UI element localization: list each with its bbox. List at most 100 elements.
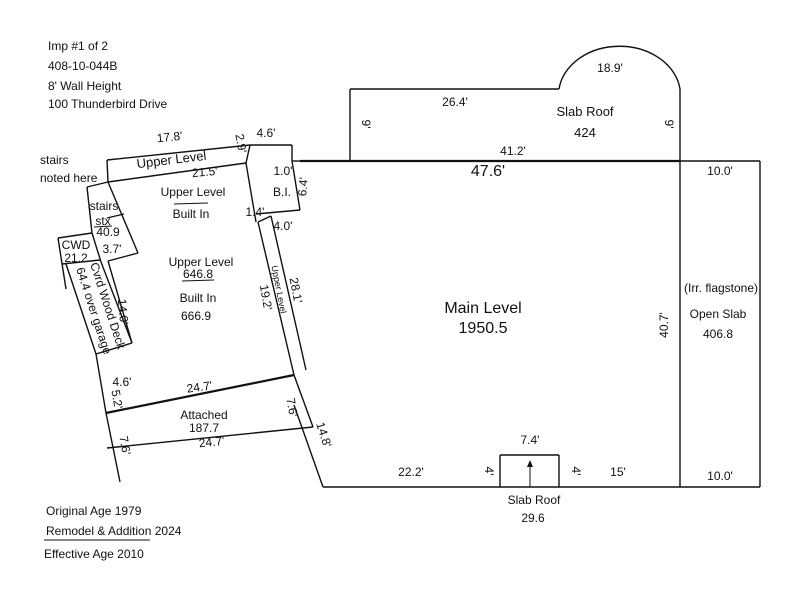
bi-bottom-edge <box>255 209 301 215</box>
deck-small-dimension-b: 5.2' <box>108 389 125 410</box>
stairs-note: stairs noted here <box>40 153 98 185</box>
small-slab-label: Slab Roof <box>508 493 561 507</box>
upper-builtin-main-line1: Upper Level <box>169 255 234 269</box>
open-slab-label: Open Slab <box>690 307 747 321</box>
upper-strip-top-edge <box>106 144 251 161</box>
cwd-label: CWD <box>62 238 91 252</box>
upper-level-block <box>57 144 323 487</box>
slab-roof-left-dimension: 9' <box>359 120 373 129</box>
stairs-left-edge-lower <box>91 232 102 263</box>
deck-small-dimension-a: 4.6' <box>113 375 132 389</box>
attached-width-dimension: 24.7' <box>198 434 225 451</box>
upper-builtin-main-area1: 646.8 <box>183 267 213 281</box>
slab-roof-right-dimension: 9' <box>662 120 676 129</box>
upper-builtin-left-wall-lower <box>107 260 133 344</box>
bi-inner-dimension: 1.0' <box>274 164 293 178</box>
slab-roof-bottom-shape <box>499 454 560 487</box>
upper-builtin-bottom-dimension: 24.7' <box>186 378 213 395</box>
upper-strip-end-divider <box>245 144 251 164</box>
attached-bottom-line <box>106 426 314 449</box>
upper-strip-left-edge <box>106 159 109 183</box>
upper-strip-end-dimension: 2.9' <box>232 133 249 154</box>
stairs-abbr: stx <box>95 214 110 228</box>
upper-builtin-left-dimension: 14.0' <box>115 298 131 325</box>
small-slab-area: 29.6 <box>521 511 545 525</box>
bi-label: B.I. <box>273 185 291 199</box>
upper-side-strip-edge <box>270 215 307 371</box>
main-level-diagonal-dimension: 14.8' <box>313 420 334 449</box>
upper-builtin-left-wall-upper <box>107 181 139 254</box>
attached-right-dimension: 7.6' <box>283 397 300 418</box>
stairs-divider <box>106 213 125 219</box>
upper-builtin-small-line2: Built In <box>173 207 210 221</box>
upper-side-dimension: 28.1' <box>287 276 306 304</box>
stairs-left-edge <box>86 186 93 234</box>
upper-strip-inner-edge <box>107 162 247 183</box>
upper-strip-top-dimension: 17.8' <box>156 129 183 146</box>
bi-side-dimension: 6.4' <box>295 177 311 197</box>
bi-bottom-dimension: 4.0' <box>274 219 293 233</box>
footer-effective-age: Effective Age 2010 <box>44 547 144 561</box>
small-slab-arrow-icon <box>527 460 533 467</box>
slab-roof-top-shape <box>349 45 681 161</box>
main-level-right-dimension: 40.7' <box>657 312 671 338</box>
deck-bottom-edge <box>95 342 133 355</box>
main-level-diagonal-edge <box>293 404 324 488</box>
cwd-top-edge <box>57 232 93 239</box>
header-impression: Imp #1 of 2 <box>48 39 108 53</box>
main-level-bottom-right-dimension: 15' <box>610 465 626 479</box>
small-slab-right-dimension: 4' <box>569 467 583 476</box>
header-address: 100 Thunderbird Drive <box>48 97 168 111</box>
attached-bottom-edge <box>120 482 323 487</box>
cwd-area: 21.2 <box>64 251 88 265</box>
upper-builtin-main-line2: Built In <box>180 291 217 305</box>
stairs-top-edge <box>86 181 109 188</box>
slab-roof-bottom-dimension: 41.2' <box>500 144 526 158</box>
upper-builtin-main-area2: 666.9 <box>181 309 211 323</box>
upper-builtin-right-wall <box>257 221 295 376</box>
deck-lower-left-edge <box>95 353 107 414</box>
attached-label: Attached <box>180 408 227 422</box>
upper-builtin-underline <box>173 202 209 205</box>
upper-strip-inner-dimension: 21.5' <box>191 164 218 180</box>
header-block: Imp #1 of 2 408-10-044B 8' Wall Height 1… <box>48 39 168 111</box>
small-slab-left-dimension: 4' <box>482 467 496 476</box>
footer-remodel: Remodel & Addition 2024 <box>46 524 182 538</box>
cwd-bottom-edge <box>61 259 101 265</box>
attached-area: 187.7 <box>189 421 219 435</box>
footer-block: Original Age 1979 Remodel & Addition 202… <box>44 504 182 561</box>
deck-right-edge <box>100 261 133 344</box>
attached-left-dimension: 7.6' <box>116 435 133 456</box>
bi-notch-dimension: 1.4' <box>246 205 265 219</box>
slab-roof-top-dimension: 26.4' <box>442 95 468 109</box>
upper-builtin-main-underline <box>181 279 215 282</box>
stairs-label: stairs <box>90 199 119 213</box>
upper-builtin-stair-bottom <box>107 252 139 262</box>
open-slab-area: 406.8 <box>703 327 733 341</box>
stairs-area: 40.9 <box>96 225 120 239</box>
main-level-bottom-left-dimension: 22.2' <box>398 465 424 479</box>
stairs-width-dimension: 3.7' <box>103 242 122 256</box>
attached-right-edge <box>293 374 314 428</box>
slab-roof-arc-dimension: 18.9' <box>597 61 623 75</box>
stairs-note-line2: noted here <box>40 171 98 185</box>
main-level-top-dimension: 47.6' <box>471 163 505 180</box>
open-slab-top-dimension: 10.0' <box>707 164 733 178</box>
footer-original-age: Original Age 1979 <box>46 504 142 518</box>
deck-left-edge <box>65 263 97 355</box>
upper-builtin-right-dimension: 19.2' <box>257 283 275 311</box>
slab-roof-arc <box>558 45 681 90</box>
stairs-note-line1: stairs <box>40 153 69 167</box>
bi-top-dimension: 4.6' <box>257 126 276 140</box>
open-slab-note: (Irr. flagstone) <box>684 281 758 295</box>
open-slab-shape <box>680 160 761 488</box>
open-slab-bottom-dimension: 10.0' <box>707 469 733 483</box>
stairs-abbr-underline <box>93 225 113 228</box>
upper-builtin-small-line1: Upper Level <box>161 185 226 199</box>
slab-roof-top-area: 424 <box>574 125 596 140</box>
upper-side-strip-top <box>257 215 272 223</box>
bi-left-edge <box>245 162 257 223</box>
bi-right-edge <box>291 160 301 211</box>
attached-top-edge <box>105 373 295 415</box>
